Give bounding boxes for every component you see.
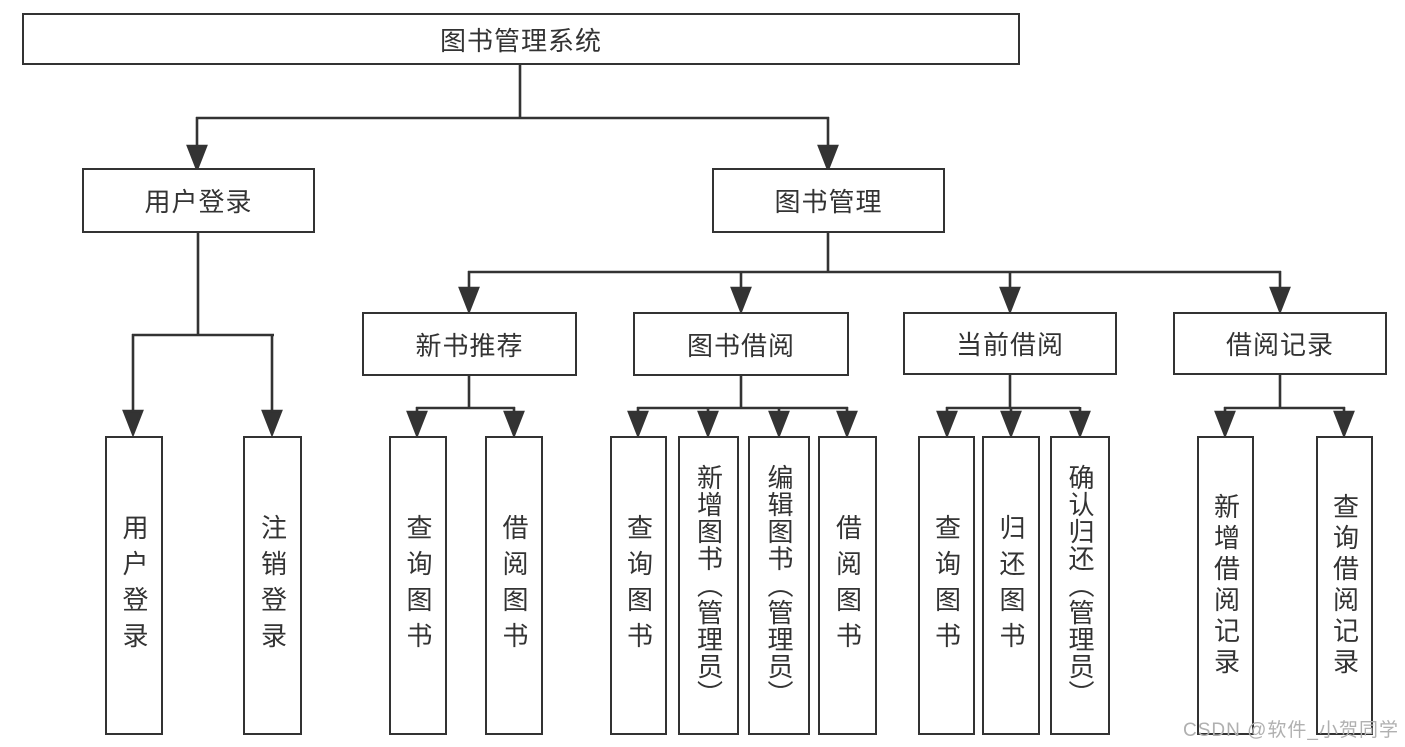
node-user-login-branch: 用户登录 — [82, 168, 315, 233]
leaf-add-borrow-record: 新增借阅记录 — [1197, 436, 1254, 735]
leaf-add-books-admin: 新增图书（管理员） — [678, 436, 739, 735]
node-book-borrowing: 图书借阅 — [633, 312, 849, 376]
leaf-borrow-books-recommend: 借阅图书 — [485, 436, 543, 735]
node-borrowing-records: 借阅记录 — [1173, 312, 1387, 375]
leaf-query-books-borrow: 查询图书 — [610, 436, 667, 735]
leaf-user-login: 用户登录 — [105, 436, 163, 735]
leaf-query-books-current: 查询图书 — [918, 436, 975, 735]
node-book-management: 图书管理 — [712, 168, 945, 233]
leaf-confirm-return-admin: 确认归还（管理员） — [1050, 436, 1110, 735]
csdn-watermark: CSDN @软件_小贺同学 — [1183, 720, 1399, 741]
leaf-query-borrow-record: 查询借阅记录 — [1316, 436, 1373, 735]
leaf-logout: 注销登录 — [243, 436, 302, 735]
leaf-edit-books-admin: 编辑图书（管理员） — [748, 436, 810, 735]
node-current-borrowing: 当前借阅 — [903, 312, 1117, 375]
leaf-borrow-books: 借阅图书 — [818, 436, 877, 735]
node-new-book-recommend: 新书推荐 — [362, 312, 577, 376]
leaf-return-books: 归还图书 — [982, 436, 1040, 735]
node-library-system: 图书管理系统 — [22, 13, 1020, 65]
leaf-query-books-recommend: 查询图书 — [389, 436, 447, 735]
